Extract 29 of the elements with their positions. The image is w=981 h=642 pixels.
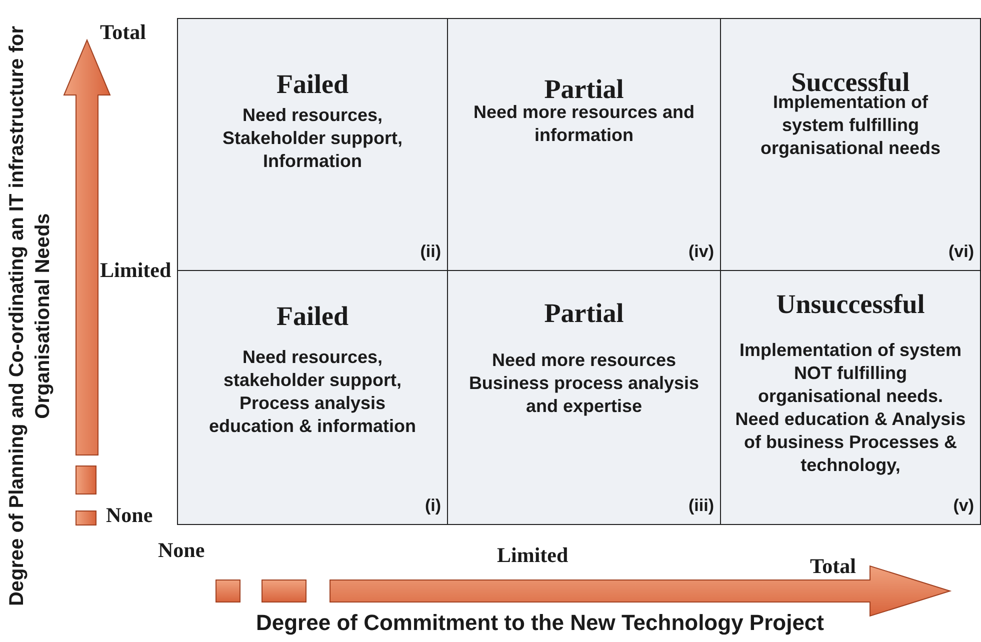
matrix-cell xyxy=(177,18,448,271)
quadrant-number: (iii) xyxy=(688,496,714,516)
quadrant-number: (v) xyxy=(953,496,974,516)
axis-tick-label: Limited xyxy=(497,543,568,568)
matrix-cell xyxy=(720,18,981,271)
axis-tick-label: None xyxy=(158,538,205,563)
outcome-description: Need resources, stakeholder support, Process analysis education & information xyxy=(208,346,417,438)
quadrant-number: (vi) xyxy=(948,242,974,262)
matrix-cell xyxy=(447,270,721,525)
axis-title: Degree of Planning and Co-ordinating an IT infrastructure for Organisational Needs xyxy=(5,24,55,608)
axis-title: Degree of Commitment to the New Technology Project xyxy=(255,610,825,636)
matrix-cell xyxy=(177,270,448,525)
axis-tick-label: Total xyxy=(100,20,146,45)
axis-tick-label: Limited xyxy=(100,258,172,283)
axis-tick-label: Total xyxy=(810,554,856,579)
outcome-heading: Unsuccessful xyxy=(775,289,926,320)
outcome-description: Need resources, Stakeholder support, Information xyxy=(221,104,404,173)
outcome-description: Need more resources Business process analysis and expertise xyxy=(468,349,700,418)
outcome-heading: Partial xyxy=(543,298,625,329)
matrix-cell xyxy=(447,18,721,271)
outcome-heading: Failed xyxy=(276,301,350,332)
axis-tick-label: None xyxy=(106,503,153,528)
outcome-description: Implementation of system NOT fulfilling organisational needs. Need education & Analysis of business Processes & technology, xyxy=(735,339,966,477)
quadrant-number: (ii) xyxy=(420,242,441,262)
outcome-heading: Failed xyxy=(276,69,350,100)
outcome-description: Implementation of system fulfilling organisational needs xyxy=(759,92,942,160)
quadrant-number: (i) xyxy=(424,496,441,516)
matrix-cell xyxy=(720,270,981,525)
quadrant-number: (iv) xyxy=(688,242,714,262)
